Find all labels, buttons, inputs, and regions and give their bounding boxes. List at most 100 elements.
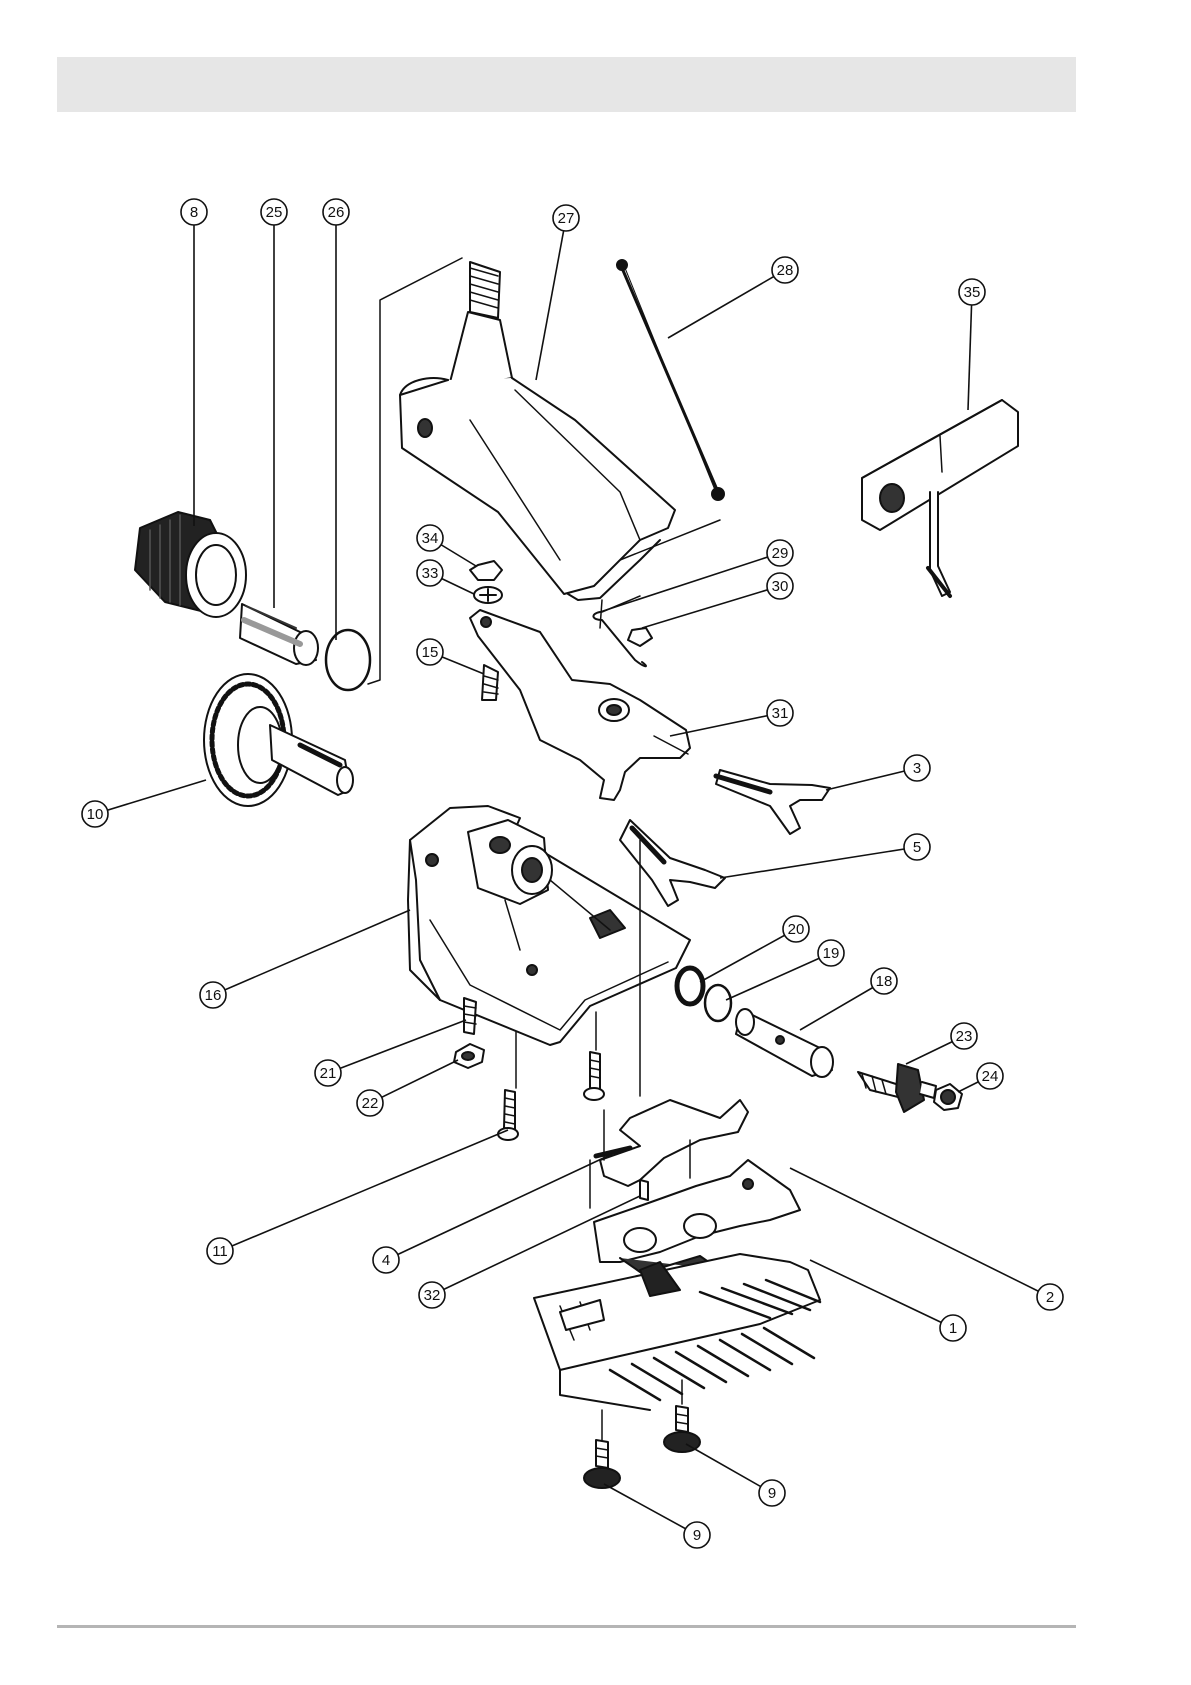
part-number-label: 33 [422, 565, 439, 582]
clip-drawing [593, 612, 652, 666]
part-number-label: 28 [777, 262, 794, 279]
hex-nut-drawing [454, 1044, 484, 1068]
part-number-label: 31 [772, 705, 789, 722]
part-number-label: 1 [949, 1320, 957, 1337]
callout-p16: 16 [200, 910, 410, 1008]
leader-line [604, 1484, 697, 1535]
handle-housing-drawing [400, 262, 675, 600]
footer-rule [57, 1625, 1076, 1628]
sleeve-drawing [240, 604, 318, 665]
leader-line [670, 713, 780, 736]
o-ring-drawing [705, 985, 731, 1021]
part-number-label: 19 [823, 945, 840, 962]
callout-p26: 26 [323, 199, 349, 640]
leader-line [790, 1168, 1050, 1297]
gear-shaft-drawing [204, 674, 353, 806]
part-number-label: 30 [772, 578, 789, 595]
snap-ring-drawing [326, 630, 370, 690]
callout-p27: 27 [536, 205, 579, 380]
callout-p19: 19 [726, 940, 844, 1000]
callout-p22: 22 [357, 1060, 458, 1116]
callout-p31: 31 [670, 700, 793, 736]
part-number-label: 9 [768, 1485, 776, 1502]
screwdriver-key-drawing [862, 400, 1018, 596]
part-number-label: 3 [913, 760, 921, 777]
tension-plate-drawing [596, 1100, 748, 1186]
eccentric-pin-drawing [858, 1064, 936, 1112]
callout-p11: 11 [207, 1130, 508, 1264]
leader-line [600, 553, 780, 612]
leader-line [642, 586, 780, 628]
comb-drawing [534, 1254, 820, 1410]
leader-line [386, 1154, 612, 1260]
part-number-label: 5 [913, 839, 921, 856]
part-number-label: 27 [558, 210, 575, 227]
part-number-label: 2 [1046, 1289, 1054, 1306]
part-number-label: 22 [362, 1095, 379, 1112]
callout-p9b: 9 [604, 1484, 710, 1548]
callout-p20: 20 [700, 916, 809, 982]
part-number-label: 10 [87, 806, 104, 823]
callout-p30: 30 [642, 573, 793, 628]
part-number-label: 29 [772, 545, 789, 562]
callout-p2: 2 [790, 1168, 1063, 1310]
part-number-label: 20 [788, 921, 805, 938]
part-number-label: 21 [320, 1065, 337, 1082]
fork-5-drawing [620, 820, 725, 906]
leader-line [328, 1020, 466, 1073]
part-number-label: 34 [422, 530, 439, 547]
connecting-rod-drawing [617, 260, 724, 500]
callout-p23: 23 [906, 1023, 977, 1064]
part-number-label: 23 [956, 1028, 973, 1045]
leader-line [220, 1130, 508, 1251]
part-number-label: 9 [693, 1527, 701, 1544]
nut-washer-drawing [470, 561, 502, 603]
callout-p10: 10 [82, 780, 206, 827]
leader-line [968, 292, 972, 410]
callout-p28: 28 [668, 257, 798, 338]
part-number-label: 18 [876, 973, 893, 990]
fork-3-drawing [716, 770, 830, 834]
callout-p15: 15 [417, 639, 484, 674]
callout-p3: 3 [826, 755, 930, 790]
grease-nipple-drawing [482, 665, 498, 700]
leader-line [826, 768, 917, 790]
callout-p21: 21 [315, 1020, 466, 1086]
leader-line [720, 847, 917, 878]
part-number-label: 24 [982, 1068, 999, 1085]
callout-p5: 5 [720, 834, 930, 878]
callout-p33: 33 [417, 560, 474, 594]
leader-line [536, 218, 566, 380]
part-number-label: 16 [205, 987, 222, 1004]
leader-line [810, 1260, 953, 1328]
part-number-label: 8 [190, 204, 198, 221]
callout-p8: 8 [181, 199, 207, 526]
leader-line [95, 780, 206, 814]
callout-p1: 1 [810, 1260, 966, 1341]
leader-line [213, 910, 410, 995]
part-number-label: 11 [212, 1243, 228, 1260]
part-number-label: 32 [424, 1287, 441, 1304]
leader-line [668, 270, 785, 338]
leader-line [686, 1444, 772, 1493]
screw-drawing [498, 1052, 604, 1140]
small-screw-drawing [640, 1180, 648, 1200]
part-number-label: 4 [382, 1252, 390, 1269]
part-number-label: 35 [964, 284, 981, 301]
stud-drawing [464, 998, 476, 1034]
part-number-label: 15 [422, 644, 439, 661]
leader-line [370, 1060, 458, 1103]
callout-p35: 35 [959, 279, 985, 410]
leader-line [800, 981, 884, 1030]
callout-p18: 18 [800, 968, 897, 1030]
leader-line [700, 929, 796, 982]
knurled-nut-drawing [135, 512, 246, 617]
bearing-ring-drawing [677, 968, 703, 1004]
part-number-label: 25 [266, 204, 283, 221]
leader-line [726, 953, 831, 1000]
callout-p25: 25 [261, 199, 287, 608]
callout-p24: 24 [958, 1063, 1003, 1092]
cap-nut-drawing [934, 1084, 962, 1110]
callout-p9a: 9 [686, 1444, 785, 1506]
